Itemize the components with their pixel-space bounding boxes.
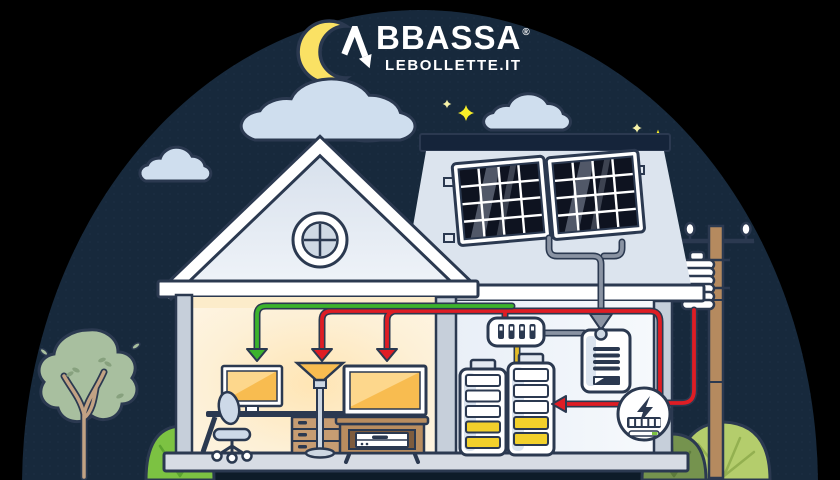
roof-ridge xyxy=(419,133,671,152)
inverter-connector xyxy=(594,327,608,341)
solar-wire xyxy=(545,234,626,331)
wall-left xyxy=(174,293,194,458)
tv-console xyxy=(334,415,430,464)
brand-tagline: LEBOLLETTE.IT xyxy=(385,57,522,74)
tree xyxy=(37,328,141,480)
red-arrowhead-icon xyxy=(311,348,333,362)
wall-middle xyxy=(434,295,458,458)
red-arrowhead-icon xyxy=(551,395,567,413)
house xyxy=(156,133,706,473)
eave-left xyxy=(156,279,480,299)
ground-strip xyxy=(146,469,694,480)
brand-name: BBASSA® xyxy=(376,19,531,56)
leaf-accents xyxy=(66,357,124,399)
green-arrowhead-icon xyxy=(246,348,268,362)
stored-energy-wire xyxy=(246,302,516,362)
lightning-bolt-icon xyxy=(637,396,653,424)
distribution-box xyxy=(486,316,546,348)
solar-panel xyxy=(450,154,553,248)
clouds xyxy=(138,79,573,183)
tv xyxy=(342,364,428,417)
insulator xyxy=(740,221,752,237)
floor-lamp xyxy=(293,361,347,459)
electric-meter xyxy=(616,386,672,442)
grid-to-battery-arrow xyxy=(551,395,624,413)
battery xyxy=(458,358,508,457)
grid-wire xyxy=(311,306,698,407)
gable-band xyxy=(161,138,479,299)
round-window xyxy=(291,211,349,269)
insulator xyxy=(684,221,696,237)
office-chair xyxy=(211,390,253,464)
battery xyxy=(506,352,556,457)
registered-mark: ® xyxy=(522,27,531,38)
brand-arrow-icon xyxy=(341,26,372,69)
floor xyxy=(162,451,690,473)
red-arrowhead-icon xyxy=(376,348,398,362)
inverter xyxy=(580,327,632,394)
solar-panel xyxy=(544,148,647,242)
